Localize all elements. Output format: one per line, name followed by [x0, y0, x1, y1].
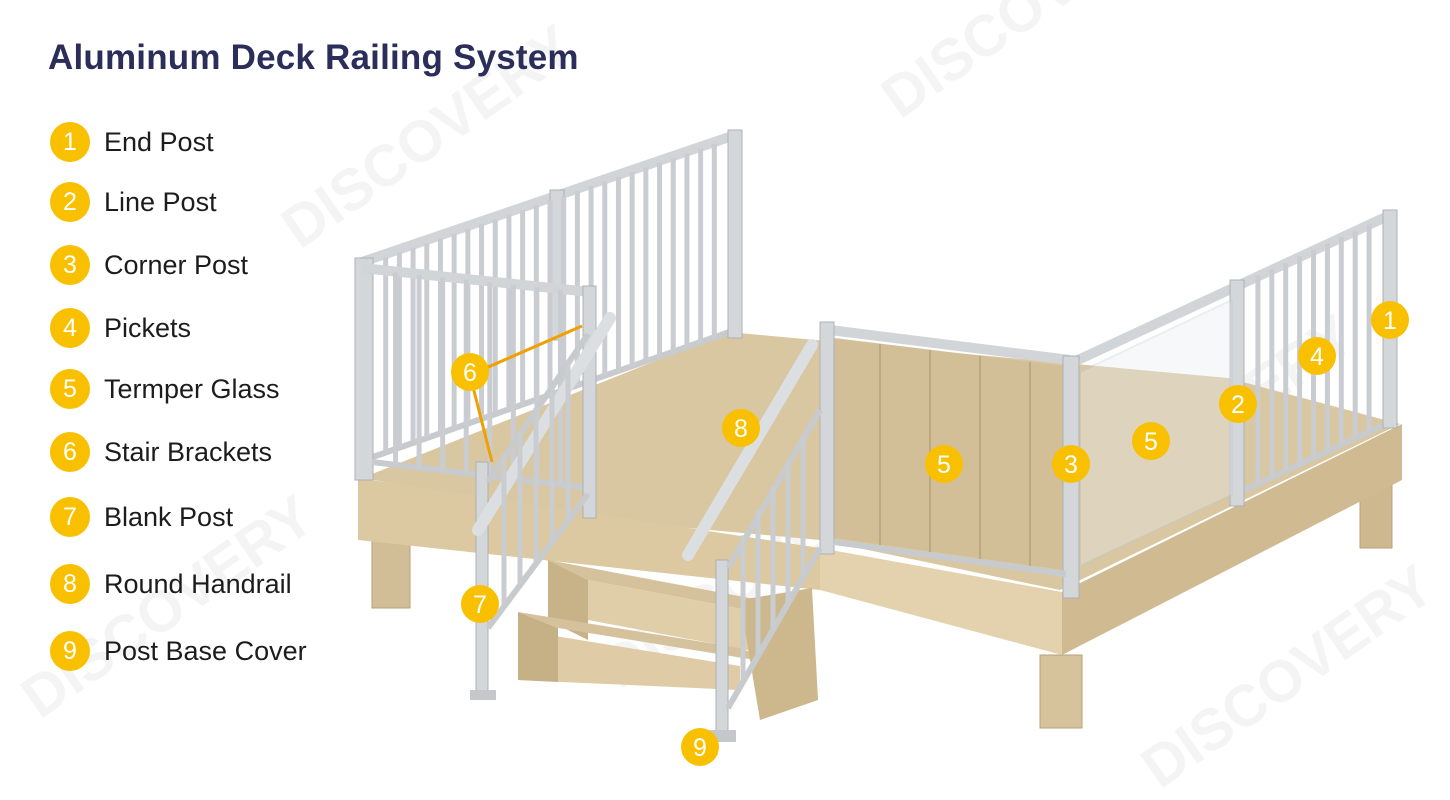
- legend: 1 End Post 2 Line Post 3 Corner Post 4 P…: [0, 0, 360, 800]
- callout-glass-front: 5: [925, 445, 963, 483]
- legend-item-end-post: 1 End Post: [50, 120, 214, 164]
- callout-round-handrail: 8: [722, 409, 760, 447]
- right-pickets: [1255, 224, 1372, 484]
- callout-post-base-cover: 9: [681, 728, 719, 766]
- legend-label: Line Post: [104, 186, 217, 217]
- legend-label: Corner Post: [104, 249, 249, 280]
- legend-item-corner-post: 3 Corner Post: [50, 243, 248, 287]
- legend-label: Round Handrail: [104, 568, 292, 599]
- right-stair-pickets: [740, 436, 806, 680]
- number-badge: 5: [50, 369, 90, 409]
- legend-item-post-base-cover: 9 Post Base Cover: [50, 629, 307, 673]
- stairs: [518, 560, 818, 720]
- callout-line-post: 2: [1219, 385, 1257, 423]
- legend-item-blank-post: 7 Blank Post: [50, 495, 233, 539]
- callout-end-post: 1: [1371, 301, 1409, 339]
- left-stair-pickets: [501, 361, 571, 605]
- number-badge: 7: [50, 497, 90, 537]
- page-title: Aluminum Deck Railing System: [48, 38, 579, 77]
- legend-item-round-handrail: 8 Round Handrail: [50, 562, 292, 606]
- legend-label: Post Base Cover: [104, 635, 307, 666]
- callout-blank-post: 7: [461, 585, 499, 623]
- deck-legs: [371, 477, 1393, 729]
- callout-glass-side: 5: [1132, 422, 1170, 460]
- callout-corner-post: 3: [1052, 445, 1090, 483]
- legend-label: Blank Post: [104, 501, 234, 532]
- number-badge: 6: [50, 432, 90, 472]
- legend-label: Pickets: [104, 312, 192, 343]
- legend-label: End Post: [104, 126, 214, 157]
- callout-stair-brackets: 6: [451, 353, 489, 391]
- number-badge: 8: [50, 564, 90, 604]
- svg-text:3: 3: [1064, 451, 1078, 479]
- legend-label: Termper Glass: [104, 373, 280, 404]
- svg-text:5: 5: [937, 451, 951, 479]
- svg-text:5: 5: [1144, 428, 1158, 456]
- front-left-pickets: [393, 272, 563, 486]
- number-badge: 1: [50, 122, 90, 162]
- svg-text:9: 9: [693, 734, 707, 762]
- svg-text:7: 7: [473, 591, 487, 619]
- callouts: 1 2 3 4 5 5 6 7: [451, 301, 1409, 766]
- callout-pickets: 4: [1298, 337, 1336, 375]
- svg-text:4: 4: [1310, 343, 1324, 371]
- svg-text:8: 8: [734, 415, 748, 443]
- svg-text:6: 6: [463, 359, 477, 387]
- number-badge: 3: [50, 245, 90, 285]
- watermark-text: DISCOVERY: [870, 0, 1185, 131]
- legend-label: Stair Brackets: [104, 436, 273, 467]
- svg-text:1: 1: [1383, 307, 1397, 335]
- number-badge: 9: [50, 631, 90, 671]
- svg-text:2: 2: [1231, 391, 1245, 419]
- number-badge: 2: [50, 182, 90, 222]
- legend-item-line-post: 2 Line Post: [50, 180, 217, 224]
- legend-item-pickets: 4 Pickets: [50, 306, 191, 350]
- legend-item-glass: 5 Termper Glass: [50, 367, 280, 411]
- number-badge: 4: [50, 308, 90, 348]
- legend-item-stair-brackets: 6 Stair Brackets: [50, 430, 272, 474]
- deck-fascia: [358, 424, 1402, 655]
